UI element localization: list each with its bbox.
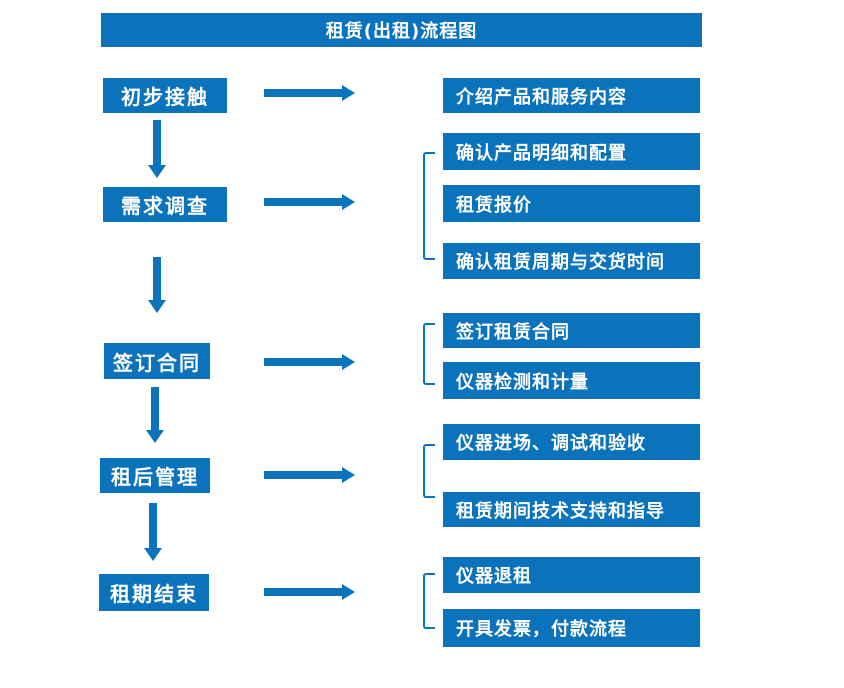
stage-box-initial-contact: 初步接触 — [103, 78, 227, 113]
stage-box-post-rental-management: 租后管理 — [100, 458, 210, 493]
right-arrow-3 — [264, 354, 355, 370]
detail-box-confirm-product-details: 确认产品明细和配置 — [443, 133, 700, 170]
down-arrow-2 — [148, 257, 166, 313]
down-arrow-1 — [148, 120, 166, 178]
down-arrow-4 — [144, 503, 162, 561]
stage-box-demand-survey: 需求调查 — [103, 187, 227, 222]
detail-box-rental-quotation: 租赁报价 — [443, 185, 700, 222]
detail-box-sign-rental-contract: 签订租赁合同 — [443, 313, 700, 348]
flowchart-title: 租赁(出租)流程图 — [101, 13, 702, 47]
right-arrow-5 — [264, 584, 355, 600]
detail-box-instrument-inspection: 仪器检测和计量 — [443, 362, 700, 399]
group-bracket-rental-end — [423, 573, 435, 629]
detail-box-instrument-return: 仪器退租 — [443, 557, 700, 593]
group-bracket-sign-contract — [423, 323, 435, 385]
detail-box-confirm-period-delivery: 确认租赁周期与交货时间 — [443, 243, 700, 279]
right-arrow-2 — [264, 194, 355, 210]
stage-box-sign-contract: 签订合同 — [104, 343, 210, 379]
detail-box-technical-support: 租赁期间技术支持和指导 — [443, 492, 700, 527]
detail-box-introduce-products: 介绍产品和服务内容 — [443, 78, 700, 113]
detail-box-instrument-setup-acceptance: 仪器进场、调试和验收 — [443, 424, 700, 460]
detail-box-invoice-payment: 开具发票，付款流程 — [443, 609, 700, 647]
right-arrow-4 — [264, 467, 355, 483]
group-bracket-demand-survey — [423, 152, 435, 260]
group-bracket-post-rental — [423, 444, 435, 498]
down-arrow-3 — [146, 387, 164, 443]
right-arrow-1 — [264, 85, 355, 101]
stage-box-rental-end: 租期结束 — [99, 574, 209, 611]
